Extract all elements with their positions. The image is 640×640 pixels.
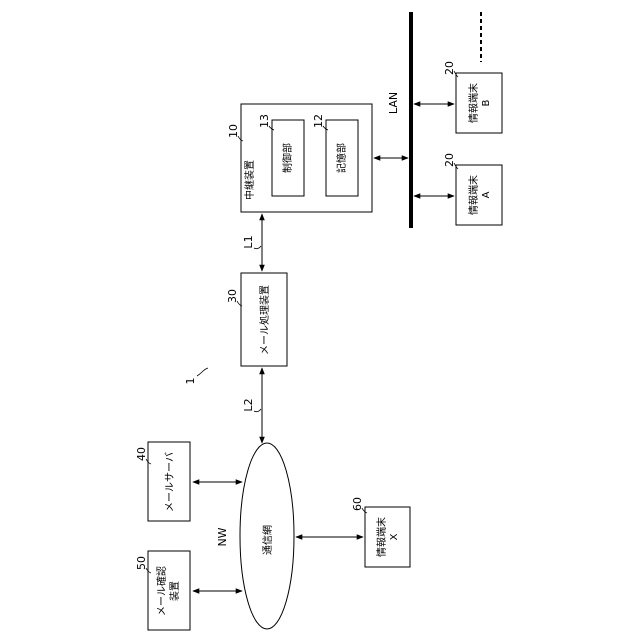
terminal-a-label: 情報端末 (467, 175, 480, 215)
mail-confirm-box (148, 551, 190, 630)
control-unit-name: 制御部 (281, 143, 294, 173)
terminal-b-label: 情報端末 (467, 83, 480, 123)
l2-leader (254, 409, 261, 412)
mail-confirm-line1: メール確認 (155, 566, 168, 616)
mail-processing-ref: 30 (226, 289, 239, 303)
terminal-x-label: 情報端末 (375, 517, 388, 557)
relay-device-title: 中継装置 (243, 160, 256, 200)
system-ref: 1 (184, 378, 197, 385)
network-name: 通信網 (261, 525, 274, 555)
terminal-a-ref: 20 (443, 153, 456, 167)
l1-leader (254, 246, 261, 249)
terminal-a-id: A (481, 191, 492, 198)
l2-label: L2 (242, 398, 255, 411)
terminal-x-id: X (389, 533, 400, 540)
network-label: NW (216, 527, 229, 546)
mail-confirm-line2: 装置 (168, 581, 181, 601)
relay-device-ref: 10 (227, 124, 240, 138)
storage-unit-name: 記憶部 (335, 143, 348, 173)
mail-server-ref: 40 (135, 447, 148, 461)
system-ref-leader (197, 368, 208, 376)
mail-processing-name: メール処理装置 (258, 285, 271, 355)
lan-label: LAN (387, 92, 400, 114)
mail-confirm-ref: 50 (135, 556, 148, 570)
terminal-b-ref: 20 (443, 61, 456, 75)
control-unit-ref: 13 (258, 114, 271, 128)
l1-label: L1 (242, 235, 255, 248)
mail-server-name: メールサーバ (164, 452, 176, 512)
terminal-b-id: B (481, 99, 492, 106)
storage-unit-ref: 12 (312, 114, 325, 128)
